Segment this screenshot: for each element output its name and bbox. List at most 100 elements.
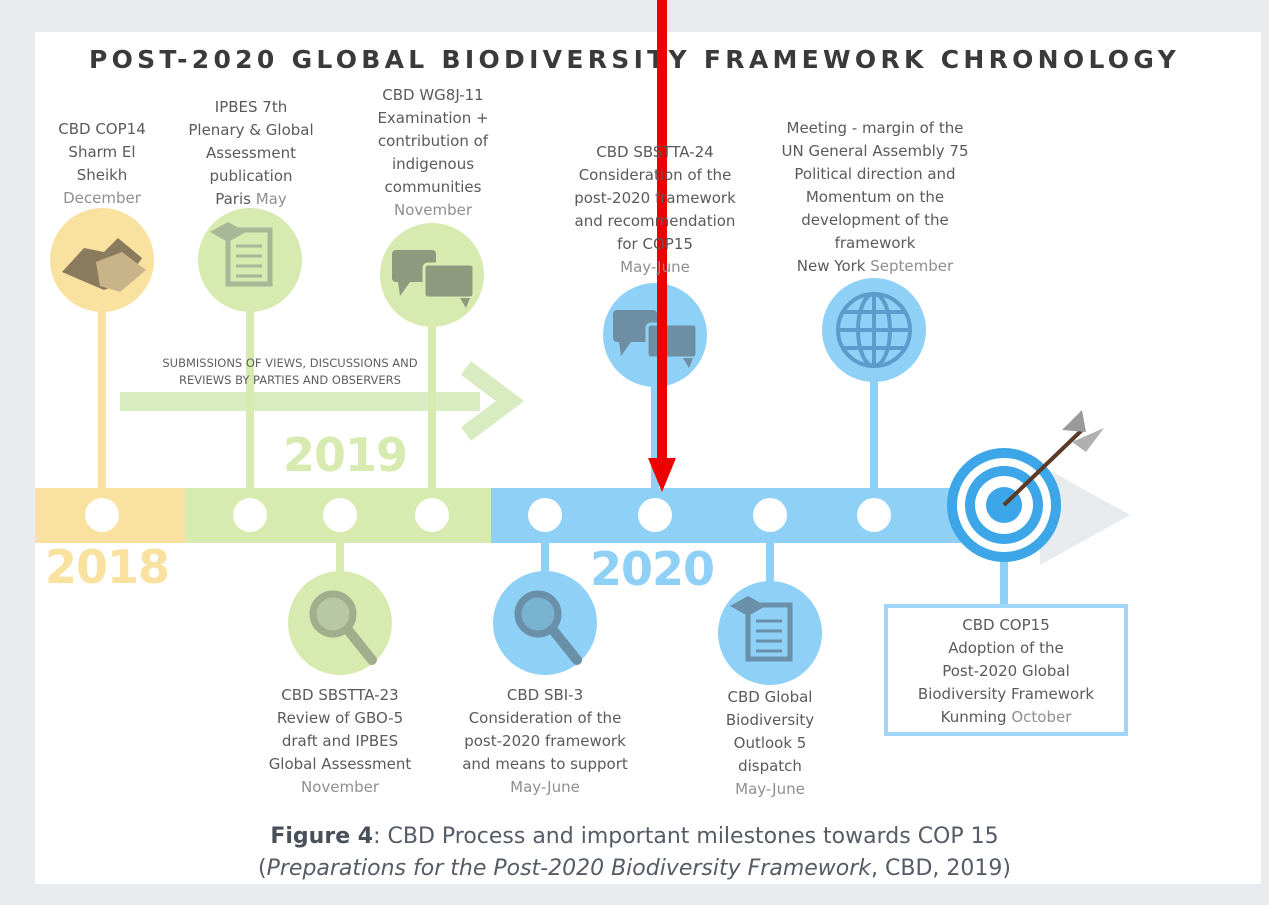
gbo5-date: May-June bbox=[735, 780, 805, 798]
dot-gbo5 bbox=[753, 498, 787, 532]
red-pointer-arrow bbox=[648, 0, 676, 492]
event-sbstta24-label: CBD SBSTTA-24 Consideration of the post-… bbox=[545, 141, 765, 279]
ipbes7-line: IPBES 7th bbox=[214, 98, 288, 116]
cop14-line: Sharm El bbox=[68, 143, 136, 161]
event-ipbes7-label: IPBES 7th Plenary & Global Assessment pu… bbox=[165, 96, 337, 211]
unga75-date: September bbox=[870, 257, 954, 275]
globe-icon bbox=[822, 278, 926, 382]
caption-open-paren: ( bbox=[258, 856, 267, 881]
cop15-line: Biodiversity Framework bbox=[917, 685, 1095, 703]
dot-wg8j bbox=[415, 498, 449, 532]
submissions-arrow-text: SUBMISSIONS OF VIEWS, DISCUSSIONS AND RE… bbox=[130, 355, 450, 389]
cop15-line: CBD COP15 bbox=[962, 616, 1050, 634]
arrow-text-line1: SUBMISSIONS OF VIEWS, DISCUSSIONS AND bbox=[162, 356, 418, 370]
stem-unga75 bbox=[870, 370, 878, 490]
stem-ipbes7 bbox=[246, 300, 254, 490]
event-cop14-label: CBD COP14 Sharm El Sheikh December bbox=[22, 118, 182, 210]
cop15-box bbox=[884, 604, 1128, 736]
chronology-title: POST-2020 GLOBAL BIODIVERSITY FRAMEWORK … bbox=[88, 45, 1181, 74]
event-gbo5-label: CBD Global Biodiversity Outlook 5 dispat… bbox=[700, 686, 840, 801]
dot-cop14 bbox=[85, 498, 119, 532]
sbstta24-line: and recommendation bbox=[574, 212, 736, 230]
unga75-place: New York bbox=[796, 257, 866, 275]
unga75-line: Meeting - margin of the bbox=[786, 119, 964, 137]
unga75-line: Momentum on the bbox=[805, 188, 945, 206]
cop14-date: December bbox=[63, 189, 141, 207]
event-unga75-label: Meeting - margin of the UN General Assem… bbox=[755, 117, 995, 278]
stem-gbo5 bbox=[766, 540, 774, 590]
unga75-line: framework bbox=[834, 234, 916, 252]
gbo5-line: Biodiversity bbox=[725, 711, 815, 729]
sbstta24-line: CBD SBSTTA-24 bbox=[596, 143, 714, 161]
sbi3-line: post-2020 framework bbox=[464, 732, 626, 750]
caption-text: : CBD Process and important milestones t… bbox=[373, 824, 999, 849]
dot-unga75 bbox=[857, 498, 891, 532]
sbstta23-line: Global Assessment bbox=[268, 755, 412, 773]
event-wg8j-label: CBD WG8J-11 Examination + contribution o… bbox=[352, 84, 514, 222]
cop15-line: Adoption of the bbox=[948, 639, 1064, 657]
gbo5-line: CBD Global bbox=[727, 688, 813, 706]
wg8j-line: communities bbox=[384, 178, 482, 196]
sbstta24-line: post-2020 framework bbox=[574, 189, 736, 207]
sbi3-date: May-June bbox=[510, 778, 580, 796]
sbi3-line: CBD SBI-3 bbox=[506, 686, 584, 704]
gbo5-line: Outlook 5 bbox=[733, 734, 807, 752]
target-arrow-icon bbox=[947, 410, 1104, 562]
event-cop15-label: CBD COP15 Adoption of the Post-2020 Glob… bbox=[890, 614, 1122, 729]
magnifier-icon bbox=[288, 571, 392, 675]
dot-ipbes7 bbox=[233, 498, 267, 532]
handshake-icon bbox=[50, 208, 154, 312]
ipbes7-line: Plenary & Global bbox=[188, 121, 314, 139]
unga75-line: UN General Assembly 75 bbox=[781, 142, 969, 160]
sbstta24-line: Consideration of the bbox=[578, 166, 732, 184]
dot-sbi3 bbox=[528, 498, 562, 532]
stem-cop15 bbox=[1000, 555, 1008, 607]
wg8j-line: indigenous bbox=[391, 155, 475, 173]
ipbes7-line: publication bbox=[209, 167, 293, 185]
cop14-line: Sheikh bbox=[76, 166, 128, 184]
cop15-place: Kunming bbox=[940, 708, 1007, 726]
ipbes7-date: May bbox=[255, 190, 287, 208]
chat-bubbles-icon-2020 bbox=[603, 283, 707, 387]
timeline-dots bbox=[85, 498, 891, 532]
sbstta23-line: Review of GBO-5 bbox=[276, 709, 404, 727]
sbstta23-date: November bbox=[300, 778, 380, 796]
unga75-line: development of the bbox=[801, 211, 949, 229]
cop15-date: October bbox=[1011, 708, 1072, 726]
figure-label: Figure 4 bbox=[270, 824, 374, 849]
year-2020-label: 2020 bbox=[590, 542, 715, 596]
chat-bubbles-icon bbox=[380, 223, 484, 327]
figure-caption-line2: (Preparations for the Post-2020 Biodiver… bbox=[0, 854, 1269, 884]
wg8j-date: November bbox=[393, 201, 473, 219]
sbstta23-line: draft and IPBES bbox=[281, 732, 399, 750]
sbi3-line: Consideration of the bbox=[468, 709, 622, 727]
left-margin bbox=[0, 0, 35, 905]
ipbes7-line: Assessment bbox=[206, 144, 296, 162]
sbstta24-date: May-June bbox=[620, 258, 690, 276]
cop15-line: Post-2020 Global bbox=[942, 662, 1070, 680]
caption-source-title: Preparations for the Post-2020 Biodivers… bbox=[266, 856, 872, 881]
stem-sbi3 bbox=[541, 540, 549, 590]
dot-sbstta23 bbox=[323, 498, 357, 532]
caption-source-rest: , CBD, 2019) bbox=[871, 856, 1011, 881]
year-2018-label: 2018 bbox=[45, 540, 170, 594]
timeline-arrowhead bbox=[1040, 465, 1130, 565]
wg8j-line: contribution of bbox=[377, 132, 489, 150]
unga75-line: Political direction and bbox=[794, 165, 956, 183]
stem-sbstta23 bbox=[336, 540, 344, 590]
gbo5-line: dispatch bbox=[738, 757, 802, 775]
ipbes7-place: Paris bbox=[215, 190, 251, 208]
document-graduation-icon bbox=[198, 208, 302, 312]
event-sbi3-label: CBD SBI-3 Consideration of the post-2020… bbox=[440, 684, 650, 799]
stem-wg8j bbox=[428, 310, 436, 490]
submissions-arrow bbox=[120, 361, 525, 441]
magnifier-icon-2020 bbox=[493, 571, 597, 675]
sbi3-line: and means to support bbox=[462, 755, 628, 773]
figure-caption-line1: Figure 4: CBD Process and important mile… bbox=[0, 822, 1269, 852]
event-sbstta23-label: CBD SBSTTA-23 Review of GBO-5 draft and … bbox=[245, 684, 435, 799]
sbstta23-line: CBD SBSTTA-23 bbox=[281, 686, 399, 704]
stem-sbstta24 bbox=[651, 375, 659, 490]
dot-sbstta24 bbox=[638, 498, 672, 532]
cop14-line: CBD COP14 bbox=[58, 120, 146, 138]
